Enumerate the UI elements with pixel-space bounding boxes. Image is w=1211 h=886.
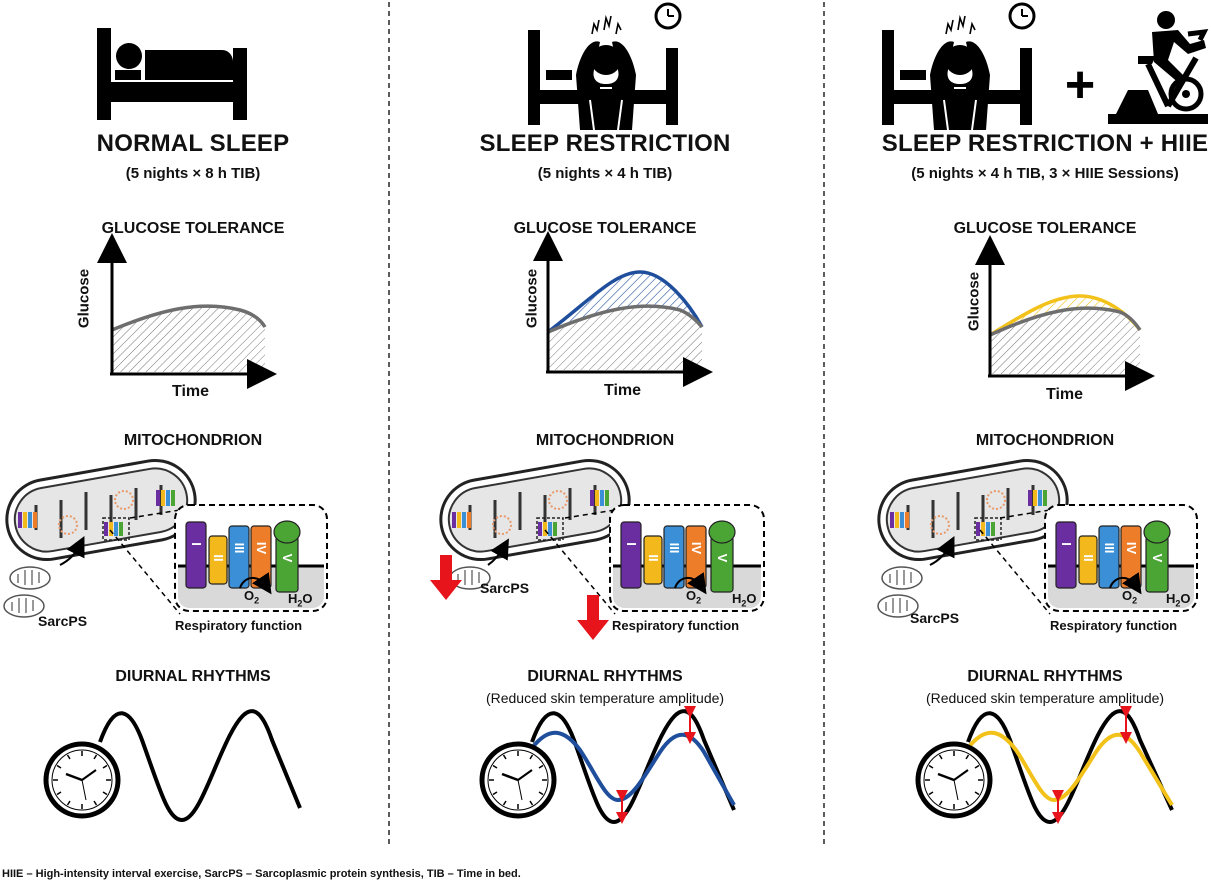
stressed-person-bed-icon: [882, 15, 1032, 131]
panel-subtitle: (5 nights × 8 h TIB): [125, 165, 261, 182]
oxygen-label: O2: [244, 588, 260, 606]
mito-heading: MITOCHONDRION: [975, 432, 1115, 449]
svg-text:+: +: [1065, 56, 1095, 114]
sleeping-bed-icon: [97, 28, 247, 120]
complex-3-label: III: [1102, 543, 1117, 554]
complex-4-label: IV: [689, 542, 704, 555]
oxygen-label: O2: [1122, 588, 1138, 606]
complex-1-label: I: [189, 542, 204, 546]
glucose-heading: GLUCOSE TOLERANCE: [953, 220, 1137, 237]
complex-2-label: II: [646, 554, 661, 561]
y-axis-label: Glucose: [523, 268, 541, 329]
complex-3-label: III: [667, 543, 682, 554]
mito-heading: MITOCHONDRION: [123, 432, 263, 449]
footnote: HIIE – High-intensity interval exercise,…: [2, 868, 521, 880]
sarcps-label: SarcPS: [38, 613, 88, 629]
complex-2-label: II: [211, 554, 226, 561]
mito-heading: MITOCHONDRION: [535, 432, 675, 449]
rhythm-heading: DIURNAL RHYTHMS: [527, 668, 683, 685]
rhythm-note: (Reduced skin temperature amplitude): [925, 690, 1165, 706]
water-label: H2O: [732, 591, 757, 609]
complex-2-bar: [1078, 535, 1098, 585]
complex-5-label: V: [1150, 554, 1165, 563]
panel-title: SLEEP RESTRICTION + HIIE: [881, 130, 1209, 157]
glucose-chart-restriction: [533, 231, 713, 387]
complex-5-label: V: [280, 554, 295, 563]
glucose-heading: GLUCOSE TOLERANCE: [101, 220, 285, 237]
respiratory-function-label: Respiratory function: [175, 618, 303, 633]
panel-title: NORMAL SLEEP: [96, 130, 290, 157]
reaction-arrow: [674, 572, 707, 595]
complex-3-bar: [1098, 525, 1120, 589]
complex-5-label: V: [715, 554, 730, 563]
plus-icon: +: [1065, 56, 1095, 114]
complex-3-bar: [228, 525, 250, 589]
complex-3-bar: [663, 525, 685, 589]
complex-1-label: I: [624, 542, 639, 546]
complex-5-head: [708, 520, 736, 544]
complex-1-label: I: [1059, 542, 1074, 546]
complex-1-bar: [185, 521, 207, 589]
y-axis-label: Glucose: [75, 268, 93, 329]
rhythm-heading: DIURNAL RHYTHMS: [115, 668, 271, 685]
complex-1-bar: [1055, 521, 1077, 589]
reaction-arrow: [239, 572, 272, 595]
sarcps-label: SarcPS: [910, 610, 960, 626]
complex-4-label: IV: [1124, 542, 1139, 555]
complex-2-bar: [643, 535, 663, 585]
exercise-bike-icon: [1108, 11, 1209, 124]
complex-5-head: [273, 520, 301, 544]
panel-subtitle: (5 nights × 4 h TIB): [537, 165, 673, 182]
water-label: H2O: [288, 591, 313, 609]
panel-normal-sleep: NORMAL SLEEP (5 nights × 8 h TIB) GLUCOS…: [8, 0, 378, 860]
decrease-arrow-icon: [577, 595, 609, 640]
complex-4-label: IV: [254, 542, 269, 555]
x-axis-label: Time: [172, 383, 210, 400]
diurnal-rhythm-normal: [46, 709, 302, 823]
water-label: H2O: [1166, 591, 1191, 609]
sarcps-label: SarcPS: [480, 580, 530, 596]
complex-5-head: [1143, 520, 1171, 544]
oxygen-label: O2: [686, 588, 702, 606]
diurnal-rhythm-hiie: [918, 706, 1174, 825]
respiratory-function-label: Respiratory function: [1050, 618, 1178, 633]
reaction-arrow: [1109, 572, 1142, 595]
stressed-person-bed-icon: [528, 15, 678, 131]
rhythm-heading: DIURNAL RHYTHMS: [967, 668, 1123, 685]
decrease-arrow-icon: [430, 555, 462, 600]
diurnal-rhythm-restriction: [482, 706, 736, 825]
complex-2-label: II: [1081, 554, 1096, 561]
y-axis-label: Glucose: [965, 271, 983, 332]
rhythm-note: (Reduced skin temperature amplitude): [485, 690, 725, 706]
panel-sleep-restriction: SLEEP RESTRICTION (5 nights × 4 h TIB) G…: [420, 0, 790, 860]
x-axis-label: Time: [604, 382, 642, 399]
complex-2-bar: [208, 535, 228, 585]
panel-sleep-restriction-hiie: SLEEP RESTRICTION + HIIE (5 nights × 4 h…: [860, 0, 1211, 860]
x-axis-label: Time: [1046, 386, 1084, 403]
glucose-heading: GLUCOSE TOLERANCE: [513, 220, 697, 237]
complex-3-label: III: [232, 543, 247, 554]
panel-title: SLEEP RESTRICTION: [479, 130, 731, 157]
glucose-chart-normal: [97, 233, 277, 389]
respiratory-function-label: Respiratory function: [612, 618, 740, 633]
panel-subtitle: (5 nights × 4 h TIB, 3 × HIIE Sessions): [911, 165, 1179, 182]
complex-1-bar: [620, 521, 642, 589]
glucose-chart-hiie: [975, 235, 1155, 391]
